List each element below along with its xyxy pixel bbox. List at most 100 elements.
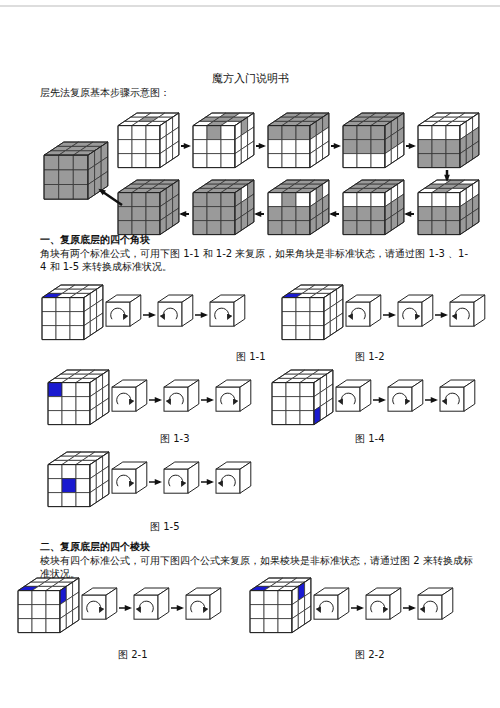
cube-sticker [48, 465, 62, 479]
cube-sticker [73, 170, 88, 185]
turn-cube [390, 588, 401, 619]
cube-sticker [446, 207, 460, 221]
rotation-arrow [169, 393, 183, 404]
step-arrowhead [259, 143, 266, 149]
cube-sticker [398, 208, 404, 226]
cube-sticker [118, 221, 132, 235]
cube-sticker [268, 154, 282, 168]
turn-cube [130, 295, 141, 326]
rotation-arrow [215, 308, 229, 319]
rotation-arrow [169, 475, 183, 486]
cube-face-outline [418, 126, 460, 168]
cube-sticker [207, 140, 221, 154]
turn-cube [450, 302, 474, 326]
cube-sticker [193, 140, 207, 154]
step-arrowhead [254, 211, 261, 217]
turn-cube [422, 295, 433, 326]
cube-sticker [418, 154, 432, 168]
cube-drawings [18, 113, 485, 633]
cube-sticker [70, 326, 84, 340]
cube-sticker [221, 126, 235, 140]
cube-sticker [418, 221, 432, 235]
cube-sticker [73, 185, 88, 200]
step-arrowhead [201, 312, 208, 318]
turn-cube [234, 295, 245, 326]
cube-sticker [268, 126, 282, 140]
cube-sticker [432, 221, 446, 235]
turn-cube [418, 595, 442, 619]
turn-cube [216, 387, 240, 411]
cube-sticker [59, 185, 74, 200]
cube-sticker [357, 221, 371, 235]
turn-cube [188, 462, 199, 493]
cube-sticker [371, 193, 385, 207]
cube-face-outline [84, 285, 103, 340]
cube-sticker [357, 154, 371, 168]
cube-sticker [97, 313, 103, 331]
cube-sticker [132, 154, 146, 168]
cube-sticker [32, 605, 46, 619]
cube-sticker [371, 154, 385, 168]
turn-cube [412, 380, 423, 411]
cube-sticker [418, 140, 432, 154]
cube-sticker [324, 321, 330, 339]
cube-sticker [296, 326, 310, 340]
cube-sticker [32, 591, 46, 605]
step-arrowhead [179, 211, 186, 217]
step-arrowhead [379, 397, 386, 403]
cube-sticker [56, 326, 70, 340]
turn-cube [336, 387, 360, 411]
step-arrowhead [125, 605, 132, 611]
cube-face-outline [292, 578, 311, 633]
cube-sticker [282, 140, 296, 154]
figure-caption: 图 1-1 [236, 350, 266, 363]
cube-sticker [132, 221, 146, 235]
cube-face-outline [272, 383, 314, 425]
cube-sticker [132, 140, 146, 154]
cube-sticker [42, 312, 56, 326]
cube-face-outline [193, 193, 235, 235]
cube-sticker [42, 298, 56, 312]
cube-sticker [221, 221, 235, 235]
cube-sticker [18, 591, 32, 605]
cube-sticker [73, 155, 88, 170]
cube-sticker [76, 479, 90, 493]
cube-sticker [18, 605, 32, 619]
cube-sticker [166, 212, 172, 230]
cube-sticker [59, 155, 74, 170]
turn-cube [164, 469, 188, 493]
cube-sticker [166, 145, 172, 163]
cube-sticker [207, 221, 221, 235]
cube-sticker [296, 193, 310, 207]
cube-sticker [62, 493, 76, 507]
cube-face-outline [460, 113, 479, 168]
cube-sticker [446, 221, 460, 235]
cube-sticker [343, 193, 357, 207]
cube-sticker [103, 398, 109, 416]
cube-sticker [432, 193, 446, 207]
cube-sticker [160, 216, 166, 234]
section-heading: 一、复原底层的四个角块 [40, 233, 150, 246]
cube-sticker [46, 591, 60, 605]
cube-face-outline [310, 180, 329, 235]
cube-sticker [268, 207, 282, 221]
turn-cube [210, 588, 221, 619]
cube-face-outline [343, 193, 385, 235]
cube-sticker [282, 207, 296, 221]
cube-sticker [70, 298, 84, 312]
step-arrowhead [155, 397, 162, 403]
cube-sticker [268, 140, 282, 154]
cube-sticker [286, 397, 300, 411]
cube-sticker [221, 140, 235, 154]
cube-sticker [282, 298, 296, 312]
turn-cube [158, 588, 169, 619]
turn-cube [370, 295, 381, 326]
cube-sticker [207, 126, 221, 140]
cube-face-outline [18, 591, 60, 633]
cube-sticker [391, 212, 397, 230]
document-title: 魔方入门说明书 [0, 72, 500, 85]
rotation-arrow [87, 601, 101, 612]
cube-sticker [103, 480, 109, 498]
cube-sticker [282, 312, 296, 326]
cube-sticker [32, 619, 46, 633]
